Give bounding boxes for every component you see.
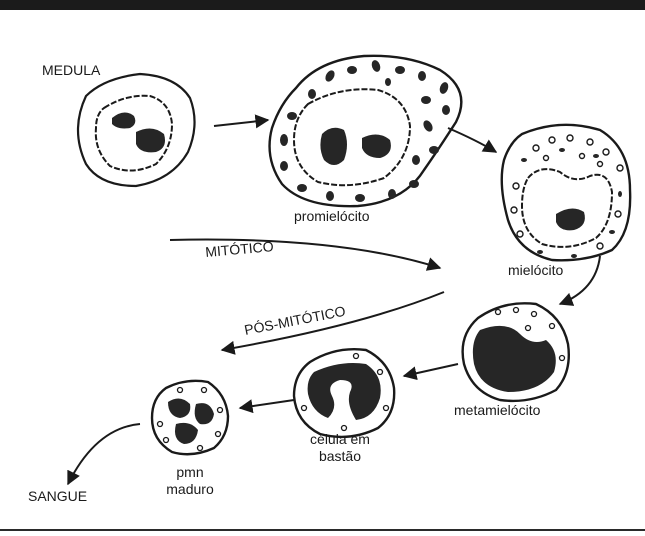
arrow-to-mature-pmn	[240, 400, 294, 408]
arrow-to-promyelocyte	[214, 120, 268, 126]
label-pmn-maduro: pmn maduro	[150, 464, 230, 498]
label-sangue: SANGUE	[28, 488, 87, 504]
bottom-border-line	[0, 529, 645, 531]
promyelocyte-cell	[270, 56, 462, 206]
label-medula: MEDULA	[42, 62, 100, 78]
mature-pmn-cell	[152, 381, 228, 454]
arrow-to-metamyelocyte	[560, 256, 600, 304]
arrow-to-band-cell	[404, 364, 458, 376]
myeloblast-cell	[78, 74, 195, 186]
label-celula-line2: bastão	[300, 448, 380, 465]
arrow-to-myelocyte	[448, 128, 496, 152]
label-celula-em-bastao: célula em bastão	[300, 431, 380, 465]
label-mielocito: mielócito	[508, 262, 563, 278]
nucleus-lobe	[320, 128, 347, 165]
label-celula-line1: célula em	[300, 431, 380, 448]
label-metamielocito: metamielócito	[454, 402, 540, 418]
metamyelocyte-cell	[463, 303, 569, 401]
label-promielocito: promielócito	[294, 208, 369, 224]
nucleolus-2	[136, 128, 165, 152]
arrow-to-blood	[68, 424, 140, 484]
band-cell	[294, 349, 394, 437]
myelocyte-cell	[502, 125, 630, 260]
label-pmn-line2: maduro	[150, 481, 230, 498]
label-pmn-line1: pmn	[150, 464, 230, 481]
